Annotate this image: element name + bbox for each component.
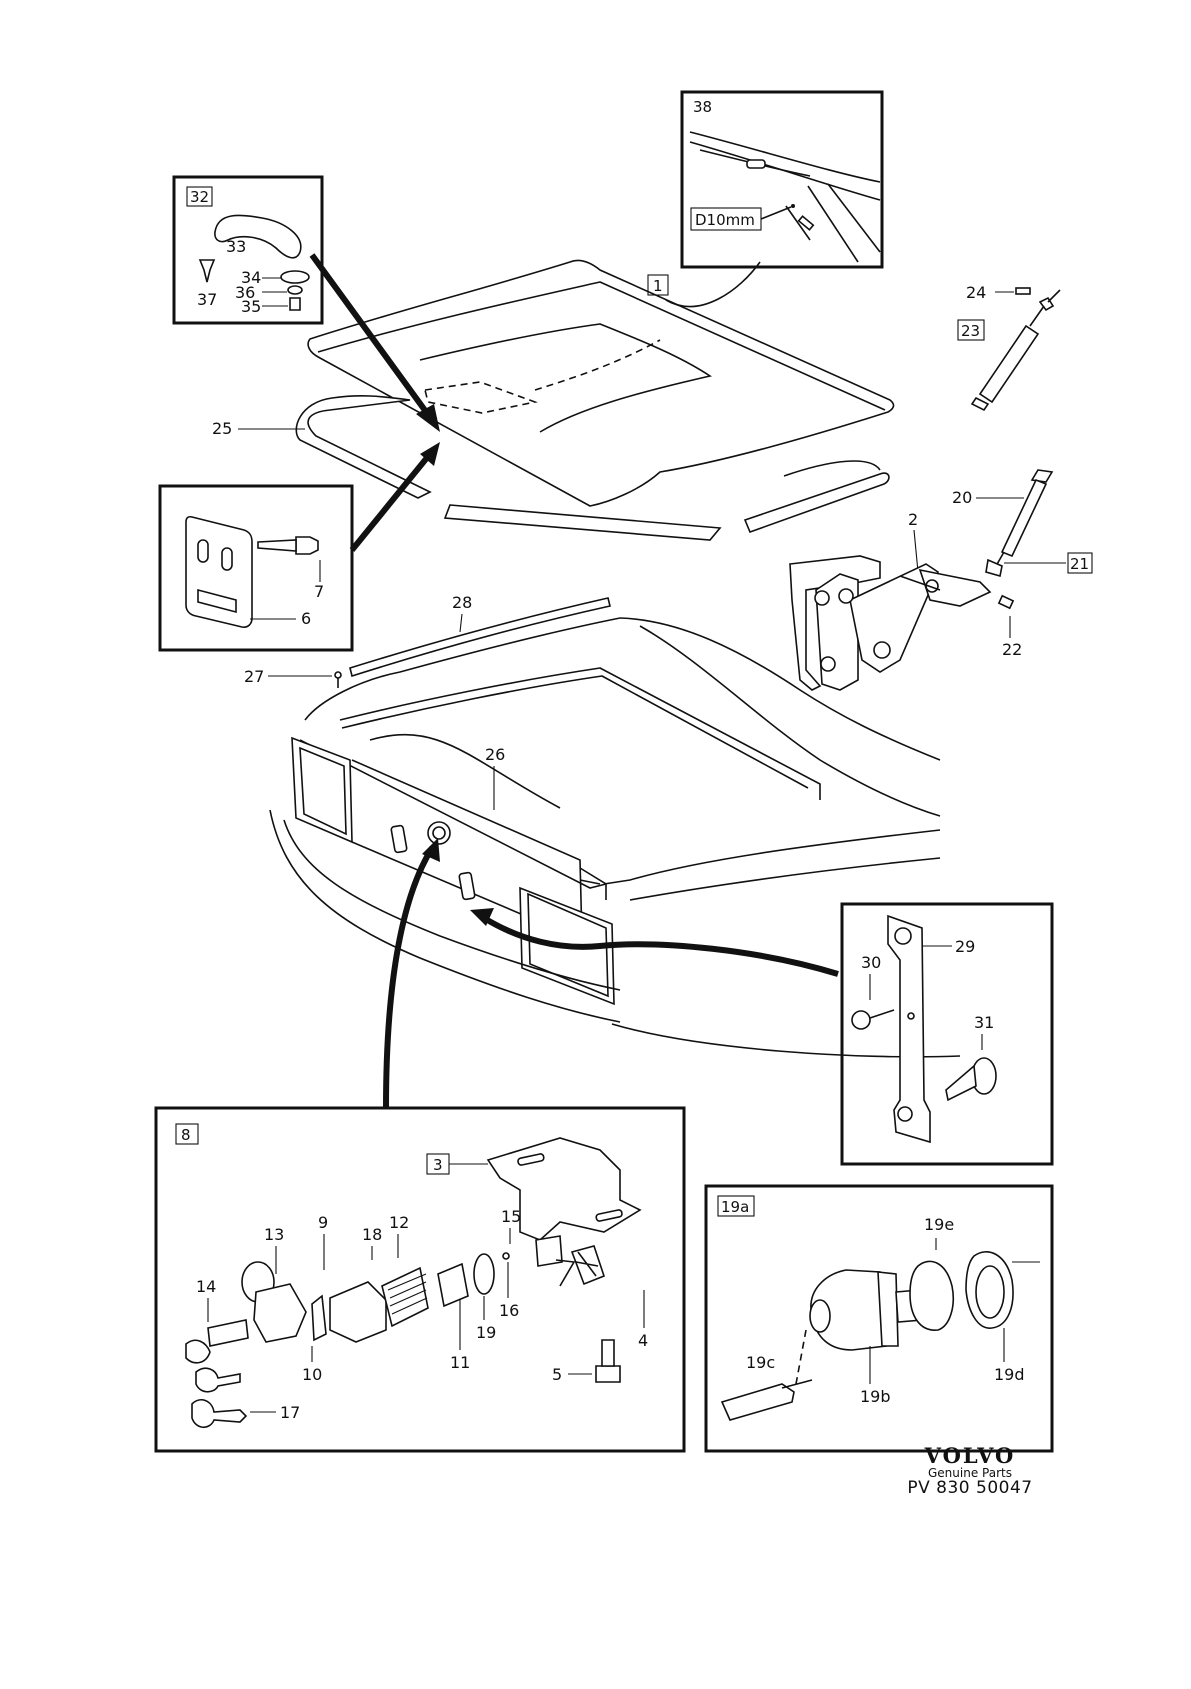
callout-12: 12 — [389, 1213, 409, 1232]
callout-27: 27 — [244, 667, 264, 686]
gas-strut-23: 24 23 — [957, 283, 1061, 412]
inset-6-7-plate: 7 6 — [158, 484, 354, 652]
callout-19c: 19c — [746, 1353, 775, 1372]
inset-38-detail: 38 D10mm — [680, 90, 884, 269]
d10mm-label: D10mm — [695, 211, 755, 229]
trim-moulding-28: 28 27 — [244, 593, 611, 688]
trunk-lid: 1 — [307, 259, 895, 507]
callout-5: 5 — [552, 1365, 562, 1384]
leader-arrows — [309, 253, 839, 1109]
callout-18: 18 — [362, 1225, 382, 1244]
hinge-assembly: 20 21 22 2 — [789, 469, 1093, 691]
brand-name: VOLVO — [924, 1443, 1016, 1468]
callout-3: 3 — [433, 1156, 443, 1174]
callout-10: 10 — [302, 1365, 322, 1384]
callout-7: 7 — [314, 582, 324, 601]
callout-8: 8 — [181, 1126, 191, 1144]
callout-15: 15 — [501, 1207, 521, 1226]
inset-8-lock-assembly: 8 3 13 9 18 12 15 14 10 — [154, 1106, 686, 1453]
trunk-seal: 25 — [212, 395, 890, 541]
callout-4: 4 — [638, 1331, 648, 1350]
callout-23: 23 — [961, 322, 980, 340]
callout-30: 30 — [861, 953, 881, 972]
callout-34: 34 — [241, 268, 261, 287]
callout-2: 2 — [908, 510, 918, 529]
callout-22: 22 — [1002, 640, 1022, 659]
callout-25: 25 — [212, 419, 232, 438]
callout-28: 28 — [452, 593, 472, 612]
inset-29-striker: 29 30 31 — [840, 902, 1054, 1166]
callout-19a: 19a — [721, 1198, 749, 1216]
callout-9: 9 — [318, 1213, 328, 1232]
callout-14: 14 — [196, 1277, 216, 1296]
part-code: PV 830 50047 — [907, 1477, 1033, 1498]
callout-19: 19 — [476, 1323, 496, 1342]
callout-29: 29 — [955, 937, 975, 956]
brand-tagline: Genuine Parts — [928, 1466, 1012, 1481]
callout-38: 38 — [693, 98, 712, 116]
callout-19b: 19b — [860, 1387, 891, 1406]
callout-17: 17 — [280, 1403, 300, 1422]
inset-32-handle: 32 33 37 34 36 35 — [172, 175, 324, 325]
callout-6: 6 — [301, 609, 311, 628]
volvo-brand-block: VOLVO Genuine Parts PV 830 50047 — [895, 1443, 1045, 1498]
callout-20: 20 — [952, 488, 972, 507]
callout-1: 1 — [653, 277, 663, 295]
car-rear-body: 26 — [269, 617, 961, 1058]
callout-33: 33 — [226, 237, 246, 256]
callout-35: 35 — [241, 297, 261, 316]
callout-37: 37 — [197, 290, 217, 309]
callout-26: 26 — [485, 745, 505, 764]
callout-31: 31 — [974, 1013, 994, 1032]
callout-36: 36 — [235, 283, 255, 302]
callout-21: 21 — [1070, 555, 1089, 573]
inset-19a-lock-cylinder: 19a 19e 19d 19c 19b — [704, 1184, 1054, 1453]
callout-24: 24 — [966, 283, 986, 302]
callout-32: 32 — [190, 188, 209, 206]
callout-11: 11 — [450, 1353, 470, 1372]
callout-13: 13 — [264, 1225, 284, 1244]
callout-19d: 19d — [994, 1365, 1025, 1384]
callout-16: 16 — [499, 1301, 519, 1320]
callout-19e: 19e — [924, 1215, 954, 1234]
